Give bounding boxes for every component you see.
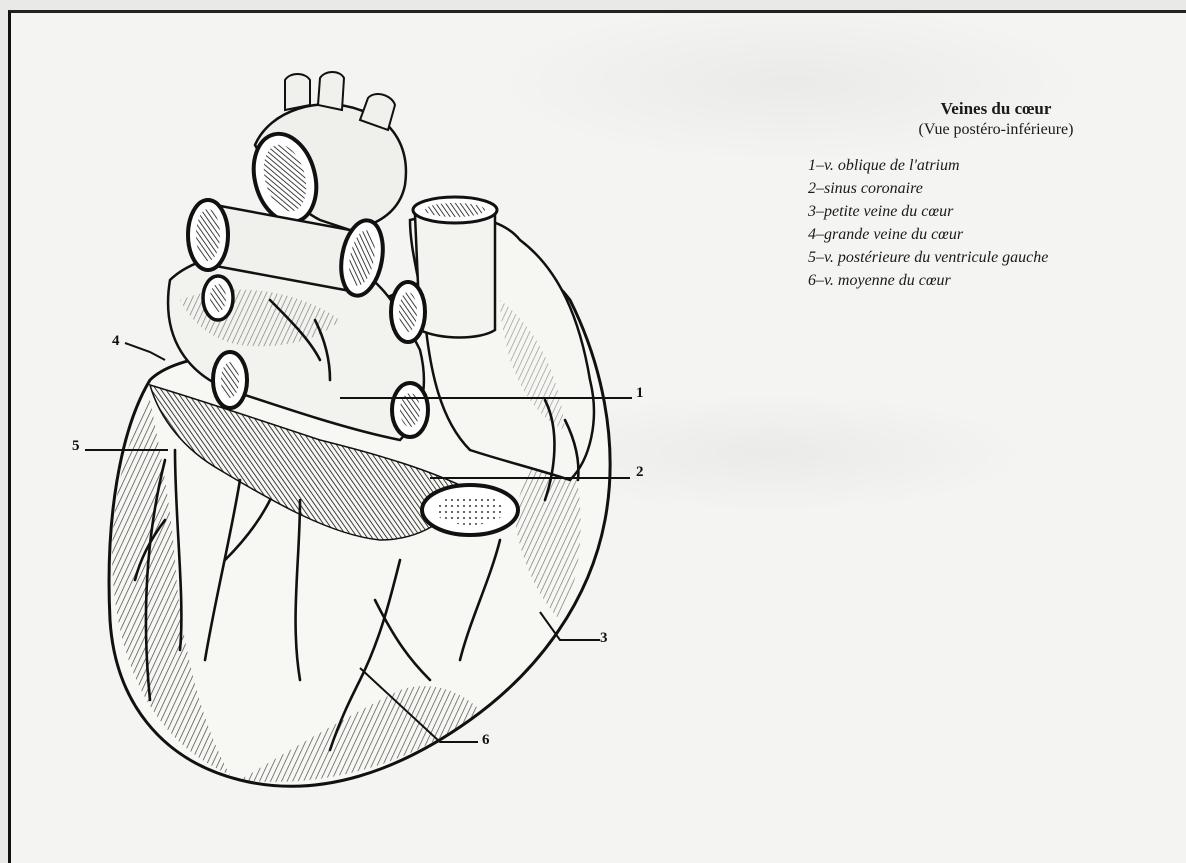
legend-item: 4–grande veine du cœur: [808, 223, 1186, 246]
legend-item: 5–v. postérieure du ventricule gauche: [808, 246, 1186, 269]
arch-branch-1: [285, 74, 310, 110]
legend-title: Veines du cœur: [846, 98, 1146, 120]
legend-item: 1–v. oblique de l'atrium: [808, 154, 1186, 177]
superior-vena-cava: [415, 210, 495, 338]
callout-label-3: 3: [600, 630, 608, 647]
legend-subtitle: (Vue postéro-inférieure): [846, 120, 1146, 140]
legend-item: 6–v. moyenne du cœur: [808, 269, 1186, 292]
callout-label-1: 1: [636, 385, 644, 402]
callout-label-5: 5: [72, 438, 80, 455]
arch-branch-2: [318, 72, 344, 110]
callout-label-4: 4: [112, 333, 120, 350]
callout-label-2: 2: [636, 464, 644, 481]
legend-item: 3–petite veine du cœur: [808, 200, 1186, 223]
legend-list: 1–v. oblique de l'atrium 2–sinus coronai…: [808, 154, 1186, 292]
legend-item: 2–sinus coronaire: [808, 177, 1186, 200]
callout-label-6: 6: [482, 732, 490, 749]
legend: Veines du cœur (Vue postéro-inférieure) …: [808, 98, 1186, 292]
